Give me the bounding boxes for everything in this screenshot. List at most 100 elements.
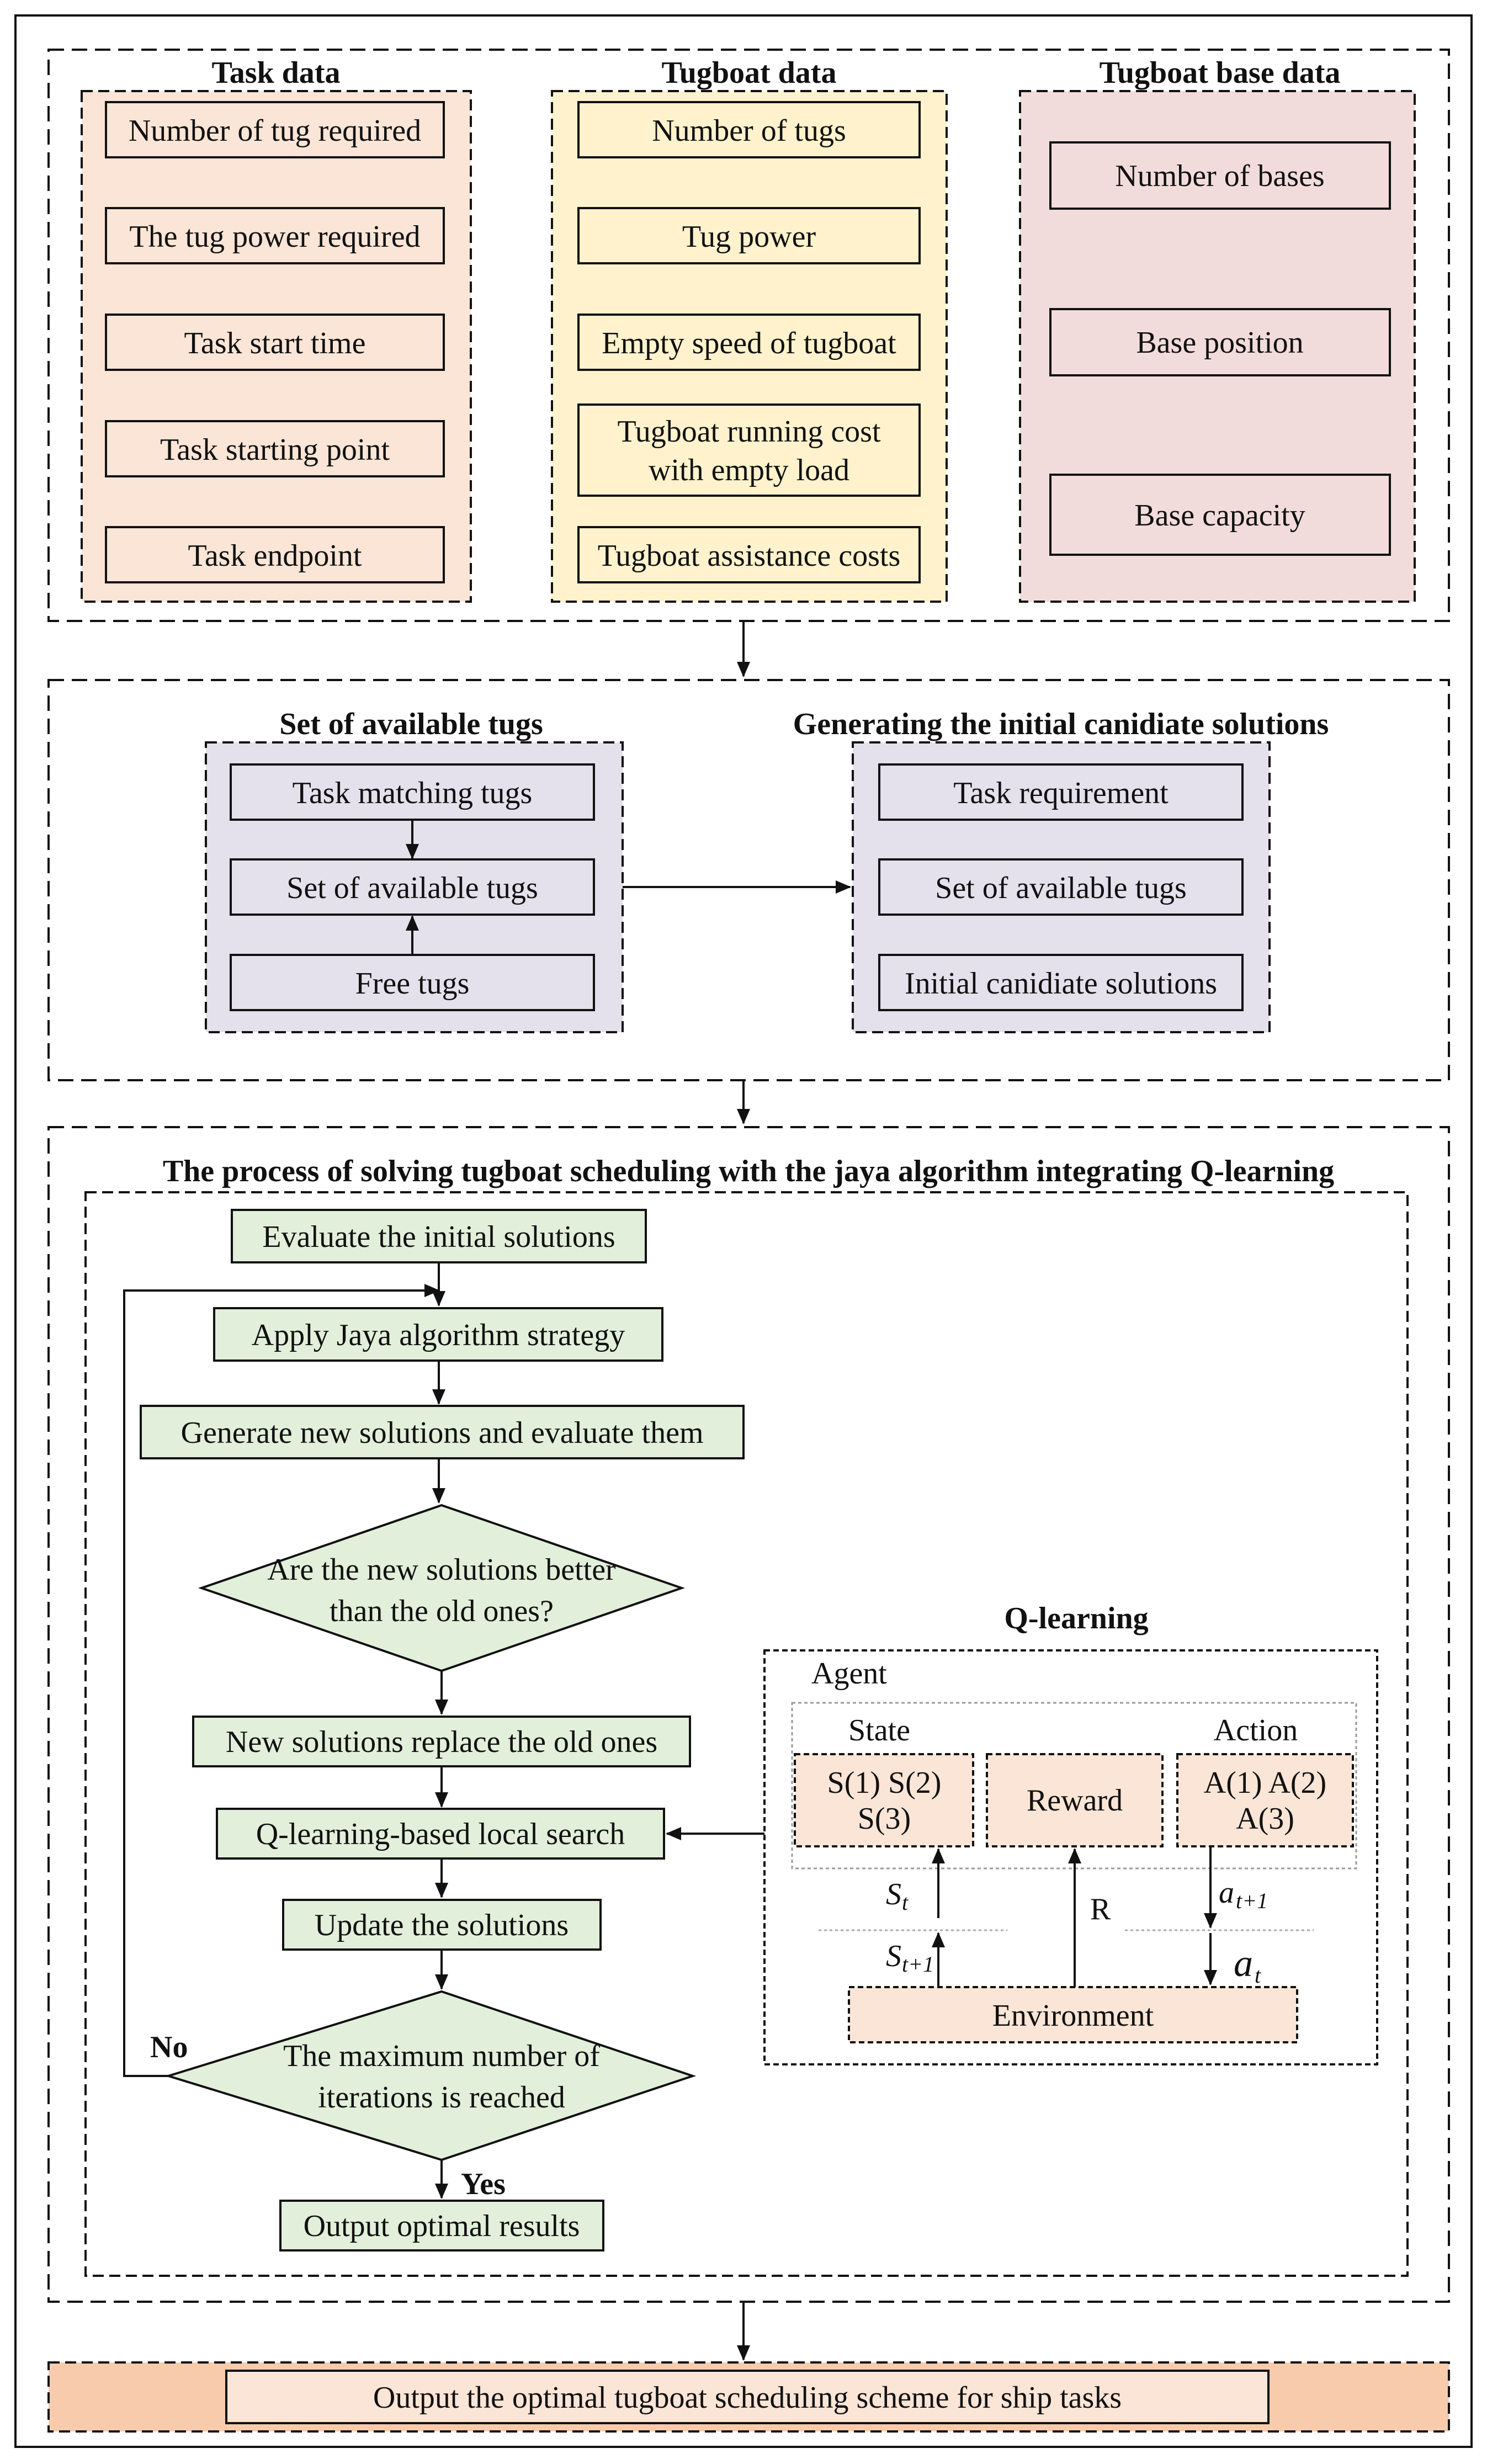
svg-text:Number of tugs: Number of tugs: [652, 114, 846, 148]
task-data-item: Number of tug required: [105, 101, 445, 158]
svg-text:Evaluate the initial solutions: Evaluate the initial solutions: [262, 1220, 615, 1254]
svg-text:S: S: [886, 1877, 901, 1911]
initial-solutions-group: Generating the initial canidiate solutio…: [793, 707, 1329, 1033]
process-title: The process of solving tugboat schedulin…: [163, 1154, 1334, 1188]
tugboat-data-item: Empty speed of tugboat: [577, 314, 921, 371]
svg-text:Are the new solutions better: Are the new solutions better: [267, 1553, 616, 1587]
yes-label: Yes: [461, 2167, 506, 2201]
svg-text:S: S: [886, 1939, 901, 1973]
task-requirement-box: Task requirement: [878, 763, 1244, 821]
tugboat-data-group: Tugboat data Number of tugs Tug power Em…: [551, 56, 948, 603]
task-data-item: Task start time: [105, 314, 445, 371]
svg-text:Tug power: Tug power: [682, 220, 816, 254]
task-data-title: Task data: [212, 56, 341, 90]
svg-text:Set of available tugs: Set of available tugs: [935, 871, 1187, 905]
base-data-item: Base position: [1049, 308, 1391, 376]
svg-text:t: t: [902, 1890, 909, 1915]
svg-text:Tugboat assistance costs: Tugboat assistance costs: [598, 539, 901, 573]
svg-text:Reward: Reward: [1027, 1783, 1123, 1818]
svg-text:S(3): S(3): [858, 1802, 911, 1836]
svg-text:t+1: t+1: [1236, 1888, 1268, 1913]
no-label: No: [150, 2030, 188, 2064]
task-data-group: Task data Number of tug required The tug…: [81, 56, 472, 603]
decision-max-iterations-diamond: The maximum number of iterations is reac…: [164, 1990, 697, 2162]
svg-text:than the old ones?: than the old ones?: [330, 1594, 554, 1628]
state-box: S(1) S(2)S(3): [794, 1753, 974, 1847]
task-data-item: Task starting point: [105, 420, 445, 477]
action-label: Action: [1214, 1713, 1298, 1748]
task-data-item: Task endpoint: [105, 526, 445, 583]
initial-solutions-title: Generating the initial canidiate solutio…: [793, 707, 1329, 741]
svg-text:Apply Jaya algorithm strategy: Apply Jaya algorithm strategy: [252, 1318, 625, 1352]
svg-text:Output the optimal tugboat sch: Output the optimal tugboat scheduling sc…: [373, 2381, 1122, 2415]
svg-text:Task requirement: Task requirement: [953, 776, 1169, 810]
svg-text:Base position: Base position: [1136, 326, 1303, 360]
available-tugs-box: Set of available tugs: [230, 858, 595, 916]
task-matching-tugs-box: Task matching tugs: [230, 763, 595, 821]
svg-text:A(3): A(3): [1236, 1802, 1294, 1836]
svg-text:Environment: Environment: [992, 1999, 1154, 2033]
svg-text:a: a: [1234, 1942, 1253, 1985]
reward-box: Reward: [986, 1753, 1164, 1847]
svg-text:t: t: [1255, 1963, 1261, 1988]
svg-text:Task endpoint: Task endpoint: [188, 539, 362, 573]
r-label: R: [1090, 1892, 1111, 1926]
svg-text:Empty speed of tugboat: Empty speed of tugboat: [602, 326, 896, 360]
base-data-group: Tugboat base data Number of bases Base p…: [1019, 56, 1416, 603]
process-inner-frame: [84, 1191, 1409, 2277]
free-tugs-box: Free tugs: [230, 954, 595, 1011]
tugboat-data-title: Tugboat data: [662, 56, 837, 90]
tugboat-data-item: Tug power: [577, 207, 921, 264]
svg-text:Initial canidiate solutions: Initial canidiate solutions: [905, 967, 1217, 1001]
available-tugs-group: Set of available tugs Task matching tugs…: [205, 707, 624, 1033]
loop-back-arrow: [123, 1284, 440, 2077]
data-section-frame: [47, 49, 1450, 622]
initial-candidate-solutions-box: Initial canidiate solutions: [878, 954, 1244, 1011]
replace-solutions-box: New solutions replace the old ones: [192, 1716, 691, 1767]
svg-text:Task starting point: Task starting point: [160, 433, 390, 467]
tugboat-data-item: Tugboat running cost with empty load: [577, 403, 921, 497]
svg-text:The tug power required: The tug power required: [129, 220, 420, 254]
svg-text:Free tugs: Free tugs: [355, 967, 470, 1001]
tugboat-data-item: Tugboat assistance costs: [577, 526, 921, 583]
process-section-frame: [47, 1126, 1450, 2303]
svg-text:a: a: [1219, 1876, 1234, 1910]
base-data-item: Base capacity: [1049, 474, 1391, 556]
svg-text:Tugboat running cost: Tugboat running cost: [617, 415, 881, 449]
action-box: A(1) A(2)A(3): [1176, 1753, 1354, 1847]
evaluate-initial-box: Evaluate the initial solutions: [231, 1209, 647, 1263]
svg-text:Output optimal results: Output optimal results: [304, 2209, 580, 2243]
final-output-box: Output the optimal tugboat scheduling sc…: [225, 2370, 1270, 2424]
generate-solutions-box: Generate new solutions and evaluate them: [140, 1405, 745, 1459]
svg-text:t+1: t+1: [902, 1952, 934, 1977]
svg-text:Base capacity: Base capacity: [1134, 498, 1305, 533]
local-search-box: Q-learning-based local search: [216, 1808, 665, 1860]
svg-text:Number of bases: Number of bases: [1115, 159, 1324, 193]
available-tugs-title: Set of available tugs: [279, 707, 543, 741]
svg-text:iterations is reached: iterations is reached: [318, 2080, 565, 2115]
state-label: State: [848, 1713, 910, 1748]
svg-text:Task start time: Task start time: [184, 326, 366, 360]
available-tugs-box-2: Set of available tugs: [878, 858, 1244, 916]
base-data-title: Tugboat base data: [1100, 56, 1341, 90]
svg-text:Q-learning-based local search: Q-learning-based local search: [256, 1817, 625, 1851]
svg-text:New solutions replace the old: New solutions replace the old ones: [226, 1725, 657, 1759]
task-data-item: The tug power required: [105, 207, 445, 264]
svg-text:Update the solutions: Update the solutions: [315, 1908, 569, 1942]
tugboat-data-item: Number of tugs: [577, 101, 921, 158]
qlearning-panel: Q-learning Agent State Action S(1) S(2)S…: [763, 1601, 1378, 2065]
svg-text:The maximum number of: The maximum number of: [283, 2039, 600, 2073]
candidate-section-frame: [47, 679, 1450, 1081]
svg-text:Task matching tugs: Task matching tugs: [293, 776, 533, 810]
svg-text:Generate new solutions and ev: Generate new solutions and evaluate them: [181, 1416, 704, 1450]
svg-text:Number of tug required: Number of tug required: [129, 114, 421, 148]
agent-label: Agent: [811, 1656, 887, 1691]
svg-text:A(1) A(2): A(1) A(2): [1204, 1766, 1326, 1800]
svg-text:S(1) S(2): S(1) S(2): [827, 1766, 942, 1800]
svg-text:with empty load: with empty load: [649, 453, 849, 487]
svg-text:Set of available tugs: Set of available tugs: [286, 871, 538, 905]
environment-box: Environment: [848, 1986, 1298, 2043]
update-solutions-box: Update the solutions: [282, 1899, 602, 1951]
